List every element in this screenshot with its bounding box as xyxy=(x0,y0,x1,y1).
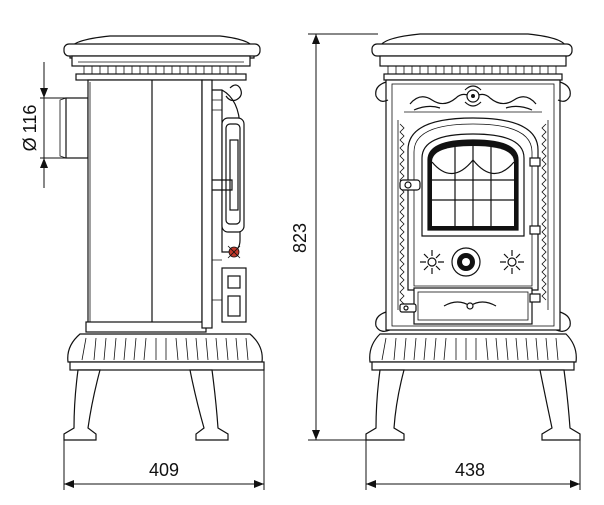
side-base xyxy=(67,333,265,371)
front-floral-ornament-icon xyxy=(404,85,542,113)
door-latch-handle-icon xyxy=(399,179,421,191)
front-view xyxy=(365,33,581,441)
side-top-cap xyxy=(63,35,261,81)
height-label: 823 xyxy=(290,223,310,253)
front-width-label: 438 xyxy=(455,460,485,480)
side-legs xyxy=(63,369,229,441)
side-body xyxy=(85,79,207,333)
front-width-dimension: 438 xyxy=(365,440,581,490)
side-flue-pipe xyxy=(59,97,89,159)
side-depth-label: 409 xyxy=(149,460,179,480)
side-door-profile xyxy=(201,79,247,329)
front-fire-door xyxy=(399,117,541,291)
front-top-cap xyxy=(371,33,573,81)
flue-diameter-label: Ø116 xyxy=(20,105,40,152)
side-depth-dimension: 409 xyxy=(63,370,265,490)
air-control-knob-icon xyxy=(451,247,481,277)
side-view xyxy=(59,35,265,441)
height-dimension: 823 xyxy=(290,33,378,441)
front-base xyxy=(369,333,577,371)
side-door-handle-icon xyxy=(227,245,241,259)
front-legs xyxy=(365,369,581,441)
flue-diameter-dimension: Ø116 xyxy=(20,62,66,188)
door-window-glass xyxy=(427,139,519,231)
front-ash-drawer xyxy=(399,287,541,325)
door-right-flower-icon xyxy=(500,250,524,274)
door-left-flower-icon xyxy=(420,250,444,274)
drawer-latch-handle-icon xyxy=(399,303,417,313)
